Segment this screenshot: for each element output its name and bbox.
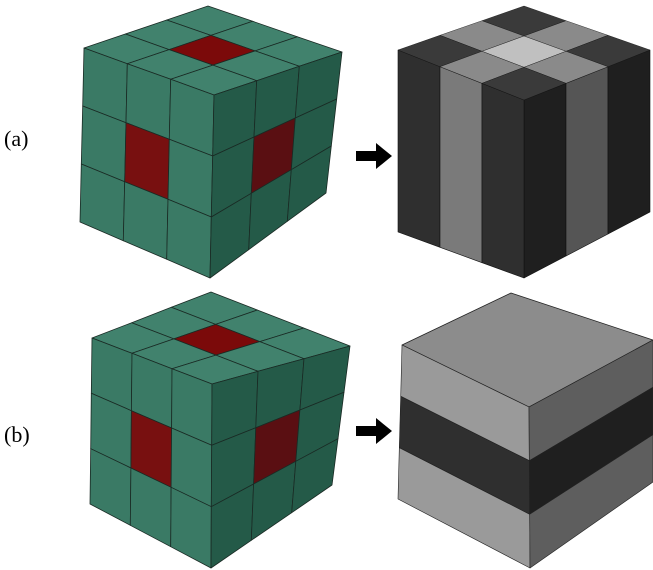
right-arrow-icon: [356, 418, 392, 444]
right-face-stripe: [565, 66, 609, 257]
right-face-band: [528, 339, 653, 462]
panel-b-gray-cube: [397, 292, 653, 569]
panel-b-arrow: [356, 418, 392, 444]
right-face-band: [529, 434, 653, 569]
right-arrow-icon: [356, 143, 392, 169]
right-face-stripe: [523, 83, 567, 279]
right-face-cell: [291, 438, 339, 514]
panel-b-label: (b): [4, 422, 30, 447]
panel-b-green-cube: [89, 291, 351, 569]
left-face-stripe: [439, 66, 483, 264]
panel-a-gray-cube: [397, 5, 651, 279]
panel-a: (a): [4, 5, 651, 279]
left-face-stripe: [481, 83, 525, 279]
right-face-band: [528, 386, 653, 515]
panel-a-arrow: [356, 143, 392, 169]
left-face-stripe: [397, 49, 441, 248]
panel-a-green-cube: [79, 5, 343, 279]
right-face-stripe: [607, 49, 651, 235]
panel-a-label: (a): [4, 126, 28, 151]
panel-b: (b): [4, 291, 653, 569]
top-face-cell: [481, 67, 567, 101]
right-face-cell: [286, 145, 332, 222]
